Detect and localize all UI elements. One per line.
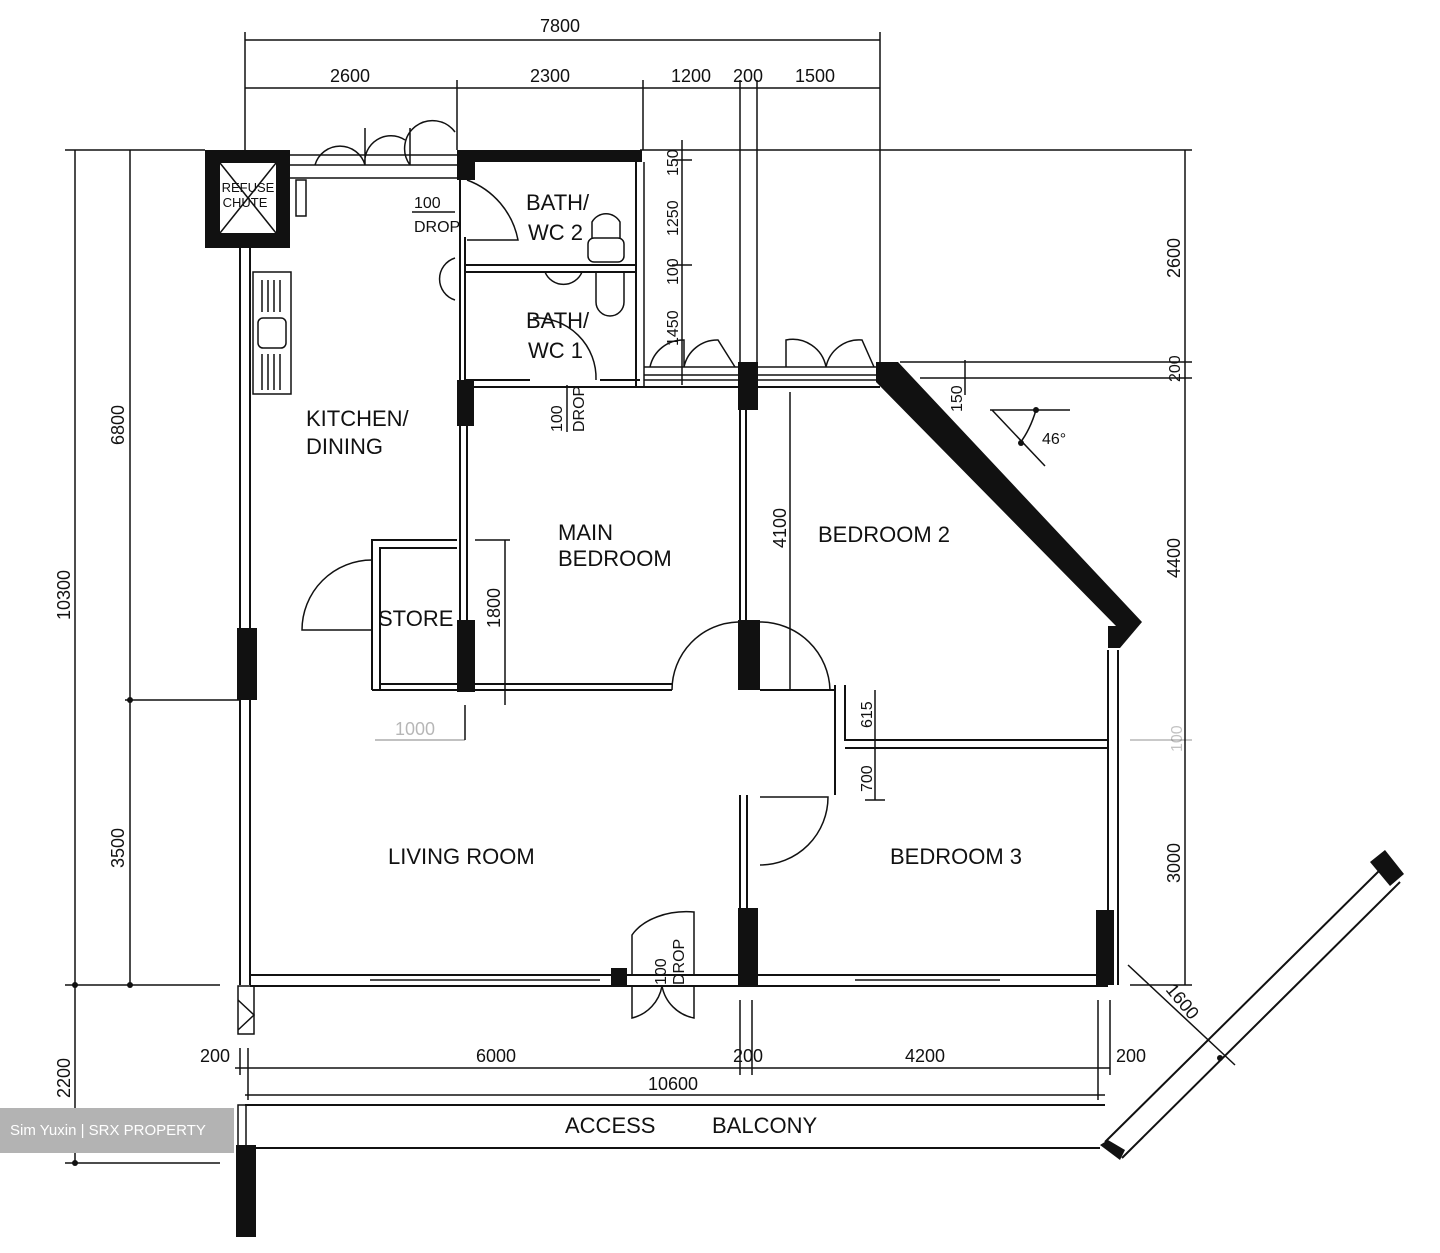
bath1-label-1: BATH/ — [526, 308, 590, 333]
dim-bottom-1: 200 — [200, 1046, 230, 1066]
dim-store-height: 1800 — [484, 588, 504, 628]
drop-living-label: DROP — [671, 939, 688, 985]
dim-right-4: 3000 — [1164, 843, 1184, 883]
refuse-chute-label-1: REFUSE — [222, 180, 275, 195]
dim-bath-100: 100 — [665, 258, 682, 285]
dim-right-3: 4400 — [1164, 538, 1184, 578]
dim-left-upper: 6800 — [108, 405, 128, 445]
refuse-chute: REFUSE CHUTE — [205, 150, 290, 248]
drop-bath1-label: DROP — [571, 386, 588, 432]
refuse-chute-label-2: CHUTE — [223, 195, 268, 210]
angle-marker: 46° — [990, 407, 1070, 467]
watermark: Sim Yuxin | SRX PROPERTY — [0, 1108, 234, 1153]
dim-bath-1250: 1250 — [665, 200, 682, 236]
left-dimensions: 10300 6800 3500 2200 — [54, 149, 240, 1166]
dim-bottom-total: 10600 — [648, 1074, 698, 1094]
dim-bottom-2: 6000 — [476, 1046, 516, 1066]
top-dimensions: 7800 2600 2300 1200 200 1500 — [244, 16, 881, 365]
angle-label: 46° — [1042, 431, 1066, 448]
kitchen-label-1: KITCHEN/ — [306, 406, 410, 431]
drop-kitchen-value: 100 — [414, 195, 441, 212]
dim-left-balcony: 2200 — [54, 1058, 74, 1098]
kitchen-label-2: DINING — [306, 434, 383, 459]
balcony-label: BALCONY — [712, 1113, 817, 1138]
bath2-label-1: BATH/ — [526, 190, 590, 215]
dim-bath-150: 150 — [665, 149, 682, 176]
dim-bath-1450: 1450 — [665, 310, 682, 346]
main-bedroom-label-2: BEDROOM — [558, 546, 672, 571]
balcony-label-access: ACCESS — [565, 1113, 655, 1138]
bath2-label-2: WC 2 — [528, 220, 583, 245]
dim-passage-1: 615 — [859, 701, 876, 728]
access-balcony: 1600 ACCESS BALCONY — [236, 850, 1404, 1237]
dim-top-4: 200 — [733, 66, 763, 86]
store-label: STORE — [378, 606, 453, 631]
dim-top-5: 1500 — [795, 66, 835, 86]
dim-bottom-5: 200 — [1116, 1046, 1146, 1066]
dim-bottom-3: 200 — [733, 1046, 763, 1066]
drop-living-value: 100 — [653, 958, 670, 985]
living-room-label: LIVING ROOM — [388, 844, 535, 869]
misc-dimension-labels: 100 DROP 100 DROP 100 DROP 1800 1000 410… — [395, 195, 1186, 985]
dim-angle-offset: 150 — [949, 385, 966, 412]
dim-right-2: 200 — [1167, 355, 1184, 382]
drop-bath1-value: 100 — [549, 405, 566, 432]
room-labels: BATH/ WC 2 BATH/ WC 1 KITCHEN/ DINING MA… — [306, 190, 1022, 869]
dim-left-total: 10300 — [54, 570, 74, 620]
dim-left-lower: 3500 — [108, 828, 128, 868]
dim-passage-2: 700 — [859, 765, 876, 792]
right-dimensions: 2600 200 4400 3000 — [640, 149, 1192, 986]
drop-kitchen-label: DROP — [414, 219, 460, 236]
dim-top-3: 1200 — [671, 66, 711, 86]
bedroom2-label: BEDROOM 2 — [818, 522, 950, 547]
dim-top-1: 2600 — [330, 66, 370, 86]
dim-bottom-4: 4200 — [905, 1046, 945, 1066]
bath1-label-2: WC 1 — [528, 338, 583, 363]
bath-dimensions: 150 1250 100 1450 150 — [665, 140, 966, 412]
bedroom3-label: BEDROOM 3 — [890, 844, 1022, 869]
bath-fixtures — [438, 179, 625, 381]
dim-store-width: 1000 — [395, 719, 435, 739]
dim-bedroom2-wall: 4100 — [770, 508, 790, 548]
bottom-dimensions: 200 6000 200 4200 200 10600 — [200, 1000, 1146, 1100]
dim-bedroom3-side: 100 — [1169, 725, 1186, 752]
dim-top-total: 7800 — [540, 16, 580, 36]
dim-right-1: 2600 — [1164, 238, 1184, 278]
main-bedroom-label-1: MAIN — [558, 520, 613, 545]
dim-top-2: 2300 — [530, 66, 570, 86]
walls — [237, 119, 1142, 1035]
